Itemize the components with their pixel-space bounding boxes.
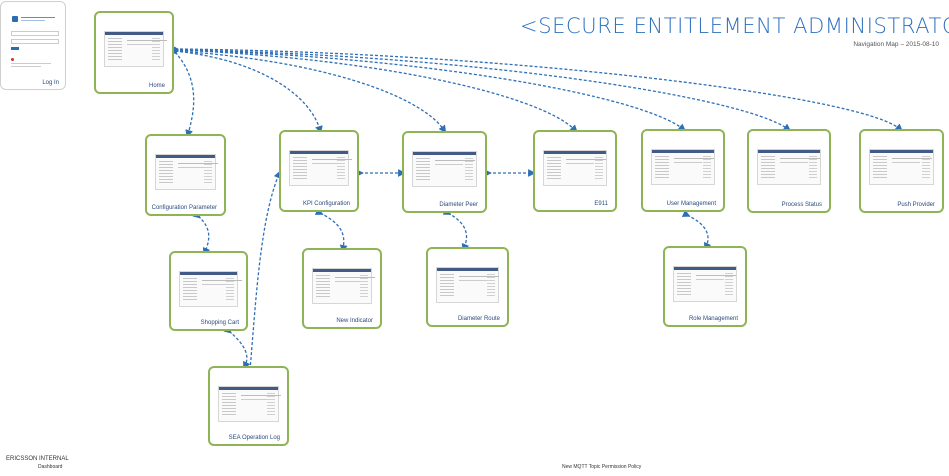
node-label: Role Management [688,316,738,322]
node-push-provider[interactable]: Push Provider [859,129,944,213]
node-role-management[interactable]: Role Management [663,246,747,327]
node-diameter-route[interactable]: Diameter Route [426,247,509,327]
node-label: Configuration Parameter [151,205,217,211]
username-field [11,31,59,36]
connector-shopping-cart-sea-log [223,325,251,370]
screen-thumbnail [757,149,821,185]
node-label: Push Provider [897,202,935,208]
login-button [11,47,19,50]
node-label: Shopping Cart [200,320,239,326]
node-shopping-cart[interactable]: Shopping Cart [169,251,248,331]
node-e911[interactable]: E911 [533,130,617,212]
node-label: Home [148,83,165,89]
ericsson-logo-icon [12,16,18,22]
node-configuration-parameter[interactable]: Configuration Parameter [145,134,226,216]
screen-thumbnail [312,268,375,304]
password-field [11,39,59,44]
node-label: Diameter Peer [439,202,478,208]
connector-home-configuration-parameter [169,46,195,138]
login-screen-thumbnail[interactable]: Log In [0,1,66,90]
node-label: User Management [666,201,716,207]
node-label: KPI Configuration [302,201,350,207]
node-user-management[interactable]: User Management [641,129,725,212]
connector-home-diameter-peer [170,46,447,134]
screen-thumbnail [436,267,499,303]
node-sea-operation-log[interactable]: SEA Operation Log [208,366,289,446]
node-label: SEA Operation Log [228,435,280,441]
status-dot-icon [11,58,14,61]
connector-user-role-management [681,209,712,251]
footer-classification: ERICSSON INTERNAL [6,456,69,462]
node-label: Diameter Route [457,316,500,322]
screen-thumbnail [869,149,934,185]
screen-thumbnail [218,386,281,422]
node-label: New Indicator [336,318,373,324]
node-label: Process Status [781,202,822,208]
screen-thumbnail [673,266,737,302]
connector-diameter-peer-route [442,207,470,252]
page-subtitle: Navigation Map – 2015-08-10 [853,41,939,48]
screen-thumbnail [104,31,167,67]
screen-thumbnail [543,150,607,186]
node-new-indicator[interactable]: New Indicator [302,248,382,329]
connector-kpi-new-indicator [314,207,348,253]
node-home[interactable]: Home [94,11,174,94]
node-label: E911 [594,201,608,207]
connector-home-kpi-configuration [170,46,323,134]
screen-thumbnail [179,271,242,307]
login-label: Log In [42,80,59,86]
node-kpi-configuration[interactable]: KPI Configuration [279,130,359,212]
footer-subtitle: Dashboard [38,464,63,470]
node-diameter-peer[interactable]: Diameter Peer [402,131,487,213]
connector-home-push-provider [171,45,903,132]
node-process-status[interactable]: Process Status [747,129,831,213]
screen-thumbnail [155,154,218,190]
footer-note: New MQTT Topic Permission Policy [562,464,642,470]
screen-thumbnail [412,151,477,187]
screen-thumbnail [651,149,715,185]
screen-thumbnail [289,150,352,186]
page-title: <SECURE ENTITLEMENT ADMINISTRATOR> [520,14,949,38]
connector-sea-log-kpi [245,170,282,375]
connector-config-shopping-cart [192,210,211,256]
connector-home-user-management [171,46,687,132]
